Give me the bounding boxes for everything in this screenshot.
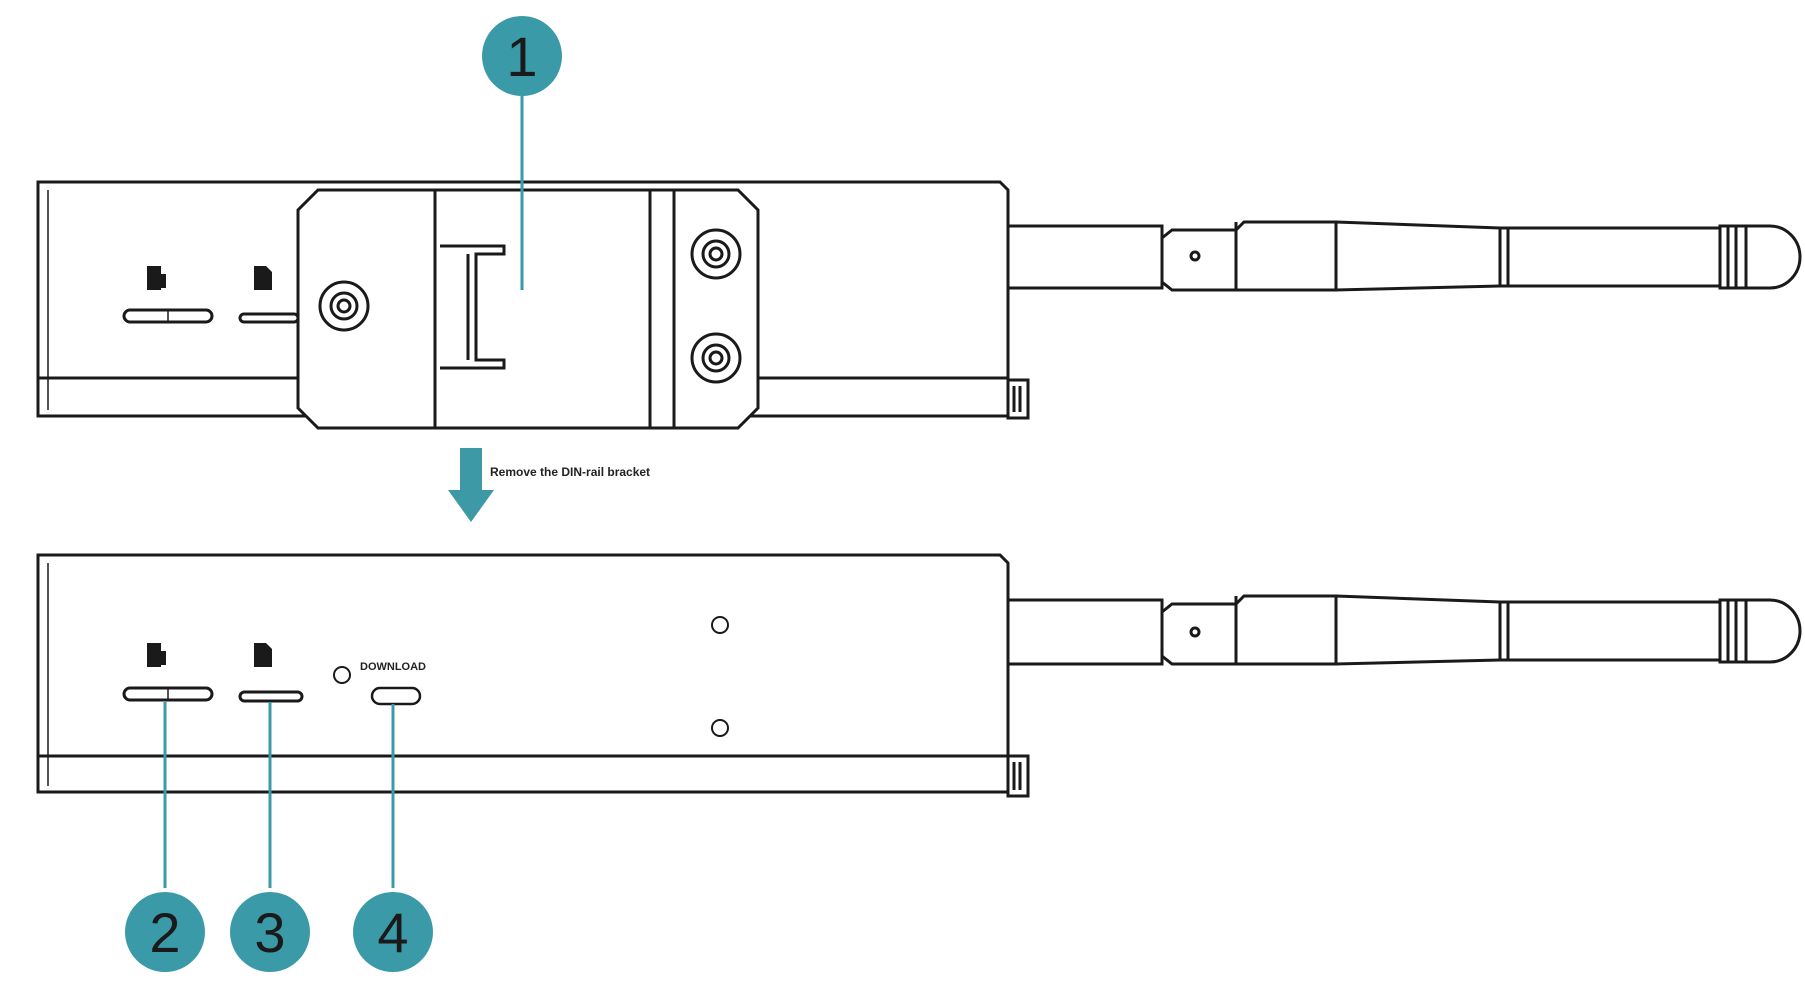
instruction-text: Remove the DIN-rail bracket [490,465,650,479]
svg-text:2: 2 [149,901,180,964]
svg-text:3: 3 [254,901,285,964]
device-bottom [36,553,1030,798]
callout-3: 3 [230,702,310,972]
arrow-down-icon [448,448,494,522]
callout-2: 2 [125,702,205,972]
svg-text:1: 1 [506,25,537,88]
callout-1: 1 [482,16,562,290]
download-label: DOWNLOAD [360,661,426,673]
antenna-top [1006,220,1802,292]
sim-card-icon [147,266,161,290]
sim-card-icon [147,643,161,667]
antenna-bottom [1006,594,1802,666]
svg-text:4: 4 [377,901,408,964]
din-rail-bracket [296,188,760,430]
download-button [370,686,422,706]
callout-4: 4 [353,704,433,972]
sd-card-icon [254,643,272,667]
sd-card-icon [254,266,272,290]
